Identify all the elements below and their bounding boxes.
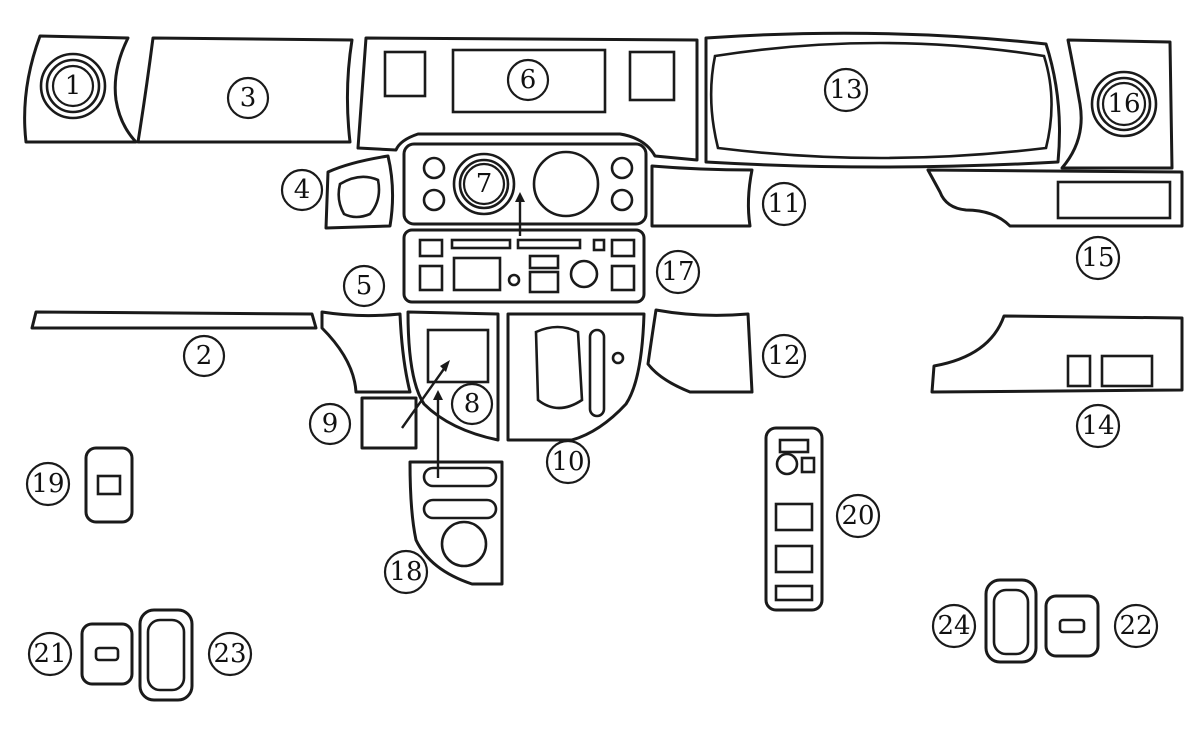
svg-text:22: 22 [1119,611,1152,641]
callout-8: 8 [450,382,494,426]
callout-23: 23 [207,631,253,677]
part-4-small-left-vent [324,154,395,230]
callout-9: 9 [308,402,352,446]
part-20-door-switch-panel [764,426,824,612]
svg-text:21: 21 [33,639,66,669]
part-19-switch-bezel [84,446,134,524]
callout-2: 2 [182,334,226,378]
callout-18: 18 [383,549,429,595]
part-2-trim-strip [30,310,318,330]
svg-text:3: 3 [240,83,257,113]
callout-19: 19 [25,461,71,507]
callout-24: 24 [931,603,977,649]
arrow-9 [401,365,447,429]
part-23-tall-bezel [138,608,194,702]
svg-text:13: 13 [829,75,862,105]
callout-13: 13 [823,67,869,113]
svg-text:8: 8 [464,389,481,419]
svg-text:7: 7 [476,169,493,199]
callout-12: 12 [761,333,807,379]
callout-7: 7 [462,162,506,206]
part-5-lower-left-console [320,310,412,394]
callout-14: 14 [1075,403,1121,449]
callout-1: 1 [51,64,95,108]
svg-text:14: 14 [1081,411,1114,441]
part-7-center-gauge-panel [402,142,648,226]
callout-5: 5 [342,264,386,308]
callout-15: 15 [1075,235,1121,281]
callout-4: 4 [280,168,324,212]
svg-text:19: 19 [31,469,64,499]
arrow-7-head [515,192,525,202]
svg-text:2: 2 [196,341,213,371]
svg-text:23: 23 [213,639,246,669]
part-15-right-lower-panel [926,168,1184,228]
callout-11: 11 [761,181,807,227]
svg-text:1: 1 [65,71,82,101]
callout-22: 22 [1113,603,1159,649]
callout-6: 6 [506,58,550,102]
part-12-right-knee-panel [646,308,754,394]
svg-text:12: 12 [767,341,800,371]
svg-text:4: 4 [294,175,311,205]
pointer-arrows [401,192,525,478]
callout-21: 21 [27,631,73,677]
callout-16: 16 [1101,81,1147,127]
part-11-center-right-panel [650,164,754,228]
part-17-radio-heater-panel [402,228,646,304]
callout-17: 17 [655,249,701,295]
svg-text:16: 16 [1107,89,1140,119]
callout-10: 10 [545,439,591,485]
callout-3: 3 [226,76,270,120]
svg-text:20: 20 [841,501,874,531]
part-22-small-bezel-right [1044,594,1100,658]
svg-text:18: 18 [389,557,422,587]
svg-text:10: 10 [551,447,584,477]
part-13-instrument-cluster-panel [704,31,1061,169]
svg-text:11: 11 [767,189,800,219]
part-9-small-square-panel [360,396,418,450]
part-24-tall-bezel-right [984,578,1038,664]
svg-text:24: 24 [937,611,970,641]
part-14-right-long-panel [930,314,1184,394]
svg-text:9: 9 [322,409,339,439]
part-18-lower-console-piece [408,460,504,586]
arrow-8-up-head [433,390,443,400]
svg-text:5: 5 [356,271,373,301]
svg-text:6: 6 [520,65,537,95]
arrow-9-head [440,360,450,372]
svg-text:15: 15 [1081,243,1114,273]
part-10-console-shifter-panel [506,312,646,442]
svg-text:17: 17 [661,257,694,287]
callout-20: 20 [835,493,881,539]
part-21-small-bezel [80,622,134,686]
